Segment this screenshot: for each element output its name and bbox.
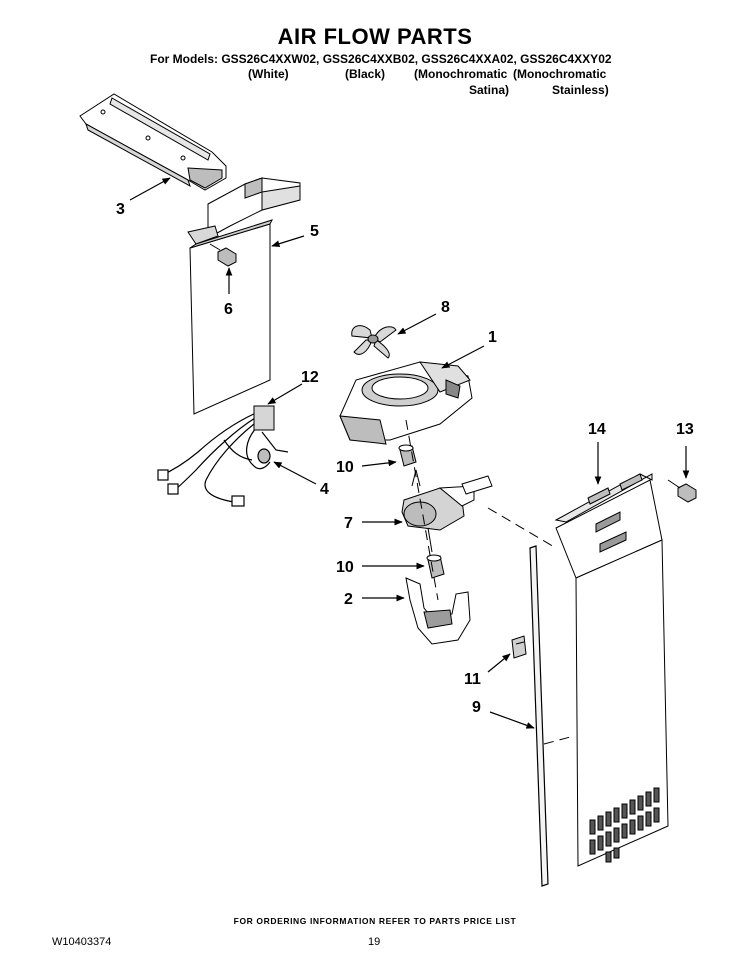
part-5-air-tower-panel <box>189 219 273 415</box>
callout-1: 1 <box>488 329 497 346</box>
callout-4: 4 <box>320 481 329 498</box>
part-2-motor-bracket <box>405 577 471 645</box>
variant-black: (Black) <box>345 67 386 81</box>
part-1-fan-housing <box>339 361 473 445</box>
callout-12: 12 <box>301 369 319 386</box>
callout-arrows <box>129 177 690 729</box>
variant-satina: Satina) <box>469 83 510 97</box>
callout-14: 14 <box>588 421 606 438</box>
part-9-gasket-strip <box>529 545 549 887</box>
callout-10-upper: 10 <box>336 459 354 476</box>
callout-8: 8 <box>441 299 450 316</box>
callout-5: 5 <box>310 223 319 240</box>
part-13-screw <box>667 479 697 503</box>
callout-labels: 3 5 6 8 1 12 10 4 7 10 2 14 13 11 9 <box>116 201 694 716</box>
part-10-grommet-lower <box>426 554 445 579</box>
part-8-fan-blade <box>351 325 397 359</box>
variant-stainless: Stainless) <box>552 83 609 97</box>
callout-13: 13 <box>676 421 694 438</box>
callout-3: 3 <box>116 201 125 218</box>
page-title: AIR FLOW PARTS <box>277 24 473 49</box>
document-number: W10403374 <box>52 936 112 948</box>
part-12-wire-harness <box>157 405 289 507</box>
variant-monochromatic-stainless: (Monochromatic <box>513 67 607 81</box>
part-3-duct-rail <box>79 93 227 191</box>
part-5-duct-bracket <box>187 177 301 245</box>
callout-9: 9 <box>472 699 481 716</box>
ordering-note: FOR ORDERING INFORMATION REFER TO PARTS … <box>233 916 517 926</box>
part-14-rear-cover <box>554 473 669 867</box>
page-number: 19 <box>368 936 381 948</box>
part-10-grommet-upper <box>398 444 417 467</box>
part-6-screw <box>209 243 237 267</box>
alignment-leaders <box>405 419 575 745</box>
callout-6: 6 <box>224 301 233 318</box>
models-line: For Models: GSS26C4XXW02, GSS26C4XXB02, … <box>150 52 612 66</box>
variant-white: (White) <box>248 67 289 81</box>
variant-monochromatic-satina: (Monochromatic <box>414 67 508 81</box>
part-11-clip <box>511 635 527 659</box>
callout-7: 7 <box>344 515 353 532</box>
callout-11: 11 <box>464 671 481 688</box>
callout-2: 2 <box>344 591 353 608</box>
part-7-fan-motor <box>401 469 493 553</box>
callout-10-lower: 10 <box>336 559 354 576</box>
